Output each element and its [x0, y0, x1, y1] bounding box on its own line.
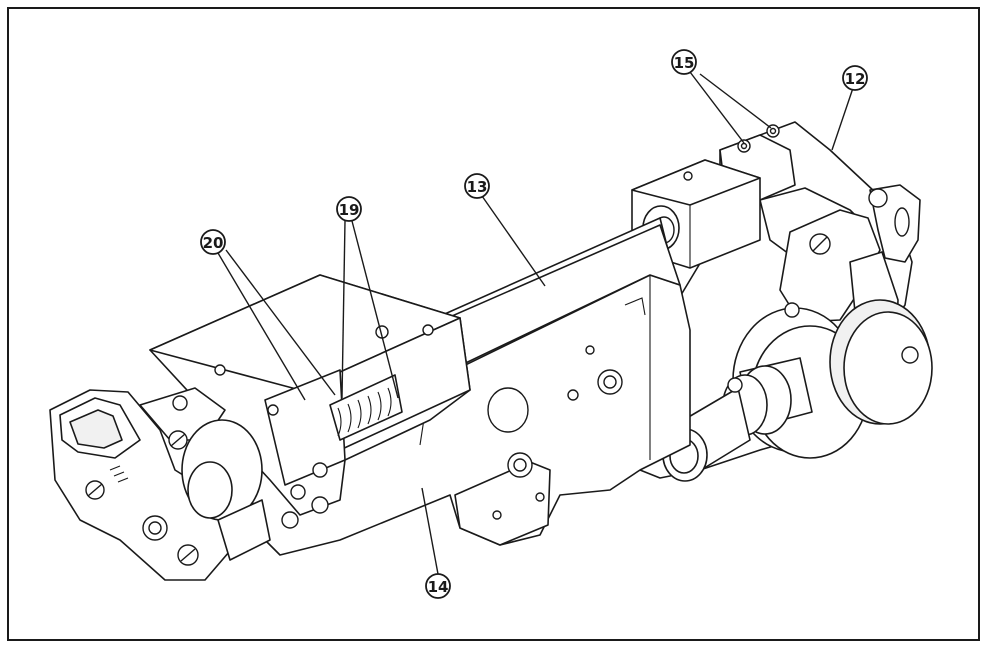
callout-ring-20 [200, 229, 226, 255]
callout-20: 20 [200, 229, 226, 255]
callout-label-20: 20 [203, 234, 224, 252]
callout-ring-14 [425, 573, 451, 599]
callout-ring-19 [336, 196, 362, 222]
leader-20b [225, 249, 336, 396]
callout-14: 14 [425, 573, 451, 599]
callout-label-13: 13 [467, 178, 488, 196]
callout-13: 13 [464, 173, 490, 199]
spring [329, 374, 403, 441]
callout-label-15: 15 [674, 54, 695, 72]
leader-19a [341, 220, 346, 399]
callout-label-14: 14 [428, 578, 449, 596]
callout-ring-12 [842, 65, 868, 91]
callout-label-19: 19 [339, 201, 360, 219]
callout-19: 19 [336, 196, 362, 222]
leader-20a [217, 252, 306, 401]
main-frame-14 [249, 224, 691, 556]
front-carriage [149, 274, 471, 529]
callout-label-12: 12 [845, 70, 866, 88]
leader-14 [421, 487, 439, 575]
callout-ring-15 [671, 49, 697, 75]
leader-12 [831, 87, 854, 151]
leader-19b [351, 220, 399, 399]
left-jaw-assembly [49, 387, 271, 581]
callout-15: 15 [671, 49, 697, 75]
diagram-frame [7, 7, 980, 641]
leader-15a [689, 71, 745, 144]
callout-ring-13 [464, 173, 490, 199]
leader-15b [699, 73, 772, 129]
leader-lines [217, 71, 854, 575]
leader-13 [481, 195, 546, 287]
callout-12: 12 [842, 65, 868, 91]
